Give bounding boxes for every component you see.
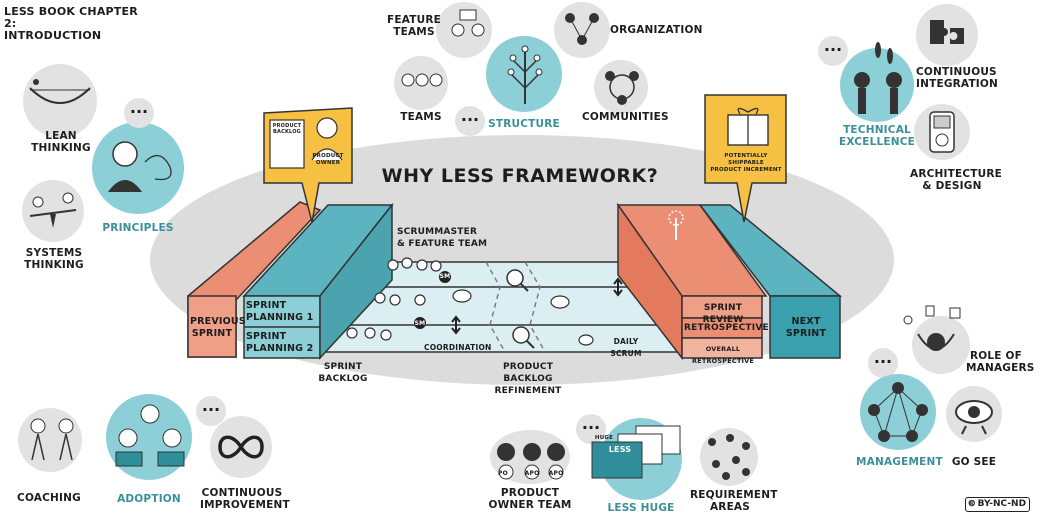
more-principles-button[interactable]: ...	[124, 98, 154, 128]
coaching-circle	[18, 408, 82, 472]
apo-badge: APO	[524, 470, 540, 477]
continuous-integration-circle	[916, 4, 978, 66]
magnifier-icon	[512, 326, 530, 344]
less-huge-label[interactable]: LESS HUGE	[607, 502, 675, 514]
person-thinking-icon	[108, 141, 172, 192]
tree-icon	[507, 45, 543, 104]
network-icon	[868, 382, 928, 442]
more-adoption-button[interactable]: ...	[196, 396, 226, 426]
infinity-icon	[218, 435, 264, 459]
huge-badge: HUGE	[594, 435, 614, 441]
overall-retrospective-label: OVERALL RETROSPECTIVE	[692, 345, 754, 365]
communities-icon	[605, 71, 639, 105]
less-huge-icon	[591, 425, 681, 479]
go-see-label: GO SEE	[951, 456, 997, 468]
sprint-review-label: SPRINT REVIEW	[702, 303, 744, 325]
puzzle-icon	[930, 20, 964, 44]
device-icon	[929, 111, 955, 153]
framework-title: WHY LeSS FRAMEWORK?	[381, 165, 659, 187]
scrummaster-team-label: SCRUMMASTER& FEATURE TEAM	[397, 227, 488, 249]
organization-circle	[554, 2, 610, 58]
eye-icon	[955, 400, 993, 435]
organization-label: ORGANIZATION	[610, 24, 703, 36]
communities-label: COMMUNITIES	[582, 111, 669, 123]
lean-thinking-circle	[23, 64, 97, 138]
adoption-icon	[115, 404, 185, 467]
sm-badge: SM	[414, 320, 426, 327]
requirement-areas-icon	[708, 434, 750, 480]
adoption-label[interactable]: ADOPTION	[117, 493, 181, 505]
retrospective-label: RETROSPECTIVE	[684, 323, 769, 333]
coaching-icon	[30, 418, 74, 461]
structure-label[interactable]: STRUCTURE	[488, 118, 560, 130]
seesaw-icon	[29, 192, 77, 228]
book-chapter-title: LeSS BOOK CHAPTER 2:INTRODUCTION	[4, 5, 138, 42]
less-badge: LeSS	[608, 445, 632, 454]
manager-icon	[903, 305, 961, 351]
management-label[interactable]: MANAGEMENT	[856, 456, 943, 468]
license-badge: 🅭 BY-NC-ND	[965, 497, 1031, 512]
principles-circle[interactable]	[92, 122, 184, 214]
po-badge: PO	[498, 470, 508, 477]
coaching-label: COACHING	[17, 492, 81, 504]
organization-icon	[565, 13, 599, 45]
communities-circle	[594, 60, 648, 114]
more-less-huge-button[interactable]: ...	[576, 414, 606, 444]
daily-scrum-label: DAILY SCRUM	[610, 337, 642, 358]
sm-badge: SM	[439, 273, 451, 280]
feature-teams-icon	[451, 9, 485, 37]
apo-badge: APO	[548, 470, 564, 477]
product-owner-team-icon	[497, 443, 565, 480]
coordination-label: COORDINATION	[424, 343, 492, 352]
magnifier-icon	[506, 269, 524, 287]
more-structure-button[interactable]: ...	[455, 106, 485, 136]
principles-label[interactable]: PRINCIPLES	[102, 222, 174, 234]
architecture-label: ARCHITECTURE& DESIGN	[910, 168, 1002, 192]
more-technical-button[interactable]: ...	[818, 36, 848, 66]
speech-bubble-icon	[578, 334, 594, 346]
speech-bubble-icon	[452, 289, 472, 303]
speech-bubble-icon	[550, 295, 570, 309]
more-management-button[interactable]: ...	[868, 348, 898, 378]
double-arrow-icon	[451, 315, 461, 335]
double-arrow-icon	[613, 277, 623, 297]
juggler-icon	[854, 42, 902, 114]
team-icon	[401, 73, 443, 87]
teams-label: TEAMS	[400, 111, 442, 123]
bridge-icon	[29, 79, 91, 104]
technical-excellence-circle[interactable]	[840, 48, 914, 122]
team-figures	[346, 257, 442, 341]
